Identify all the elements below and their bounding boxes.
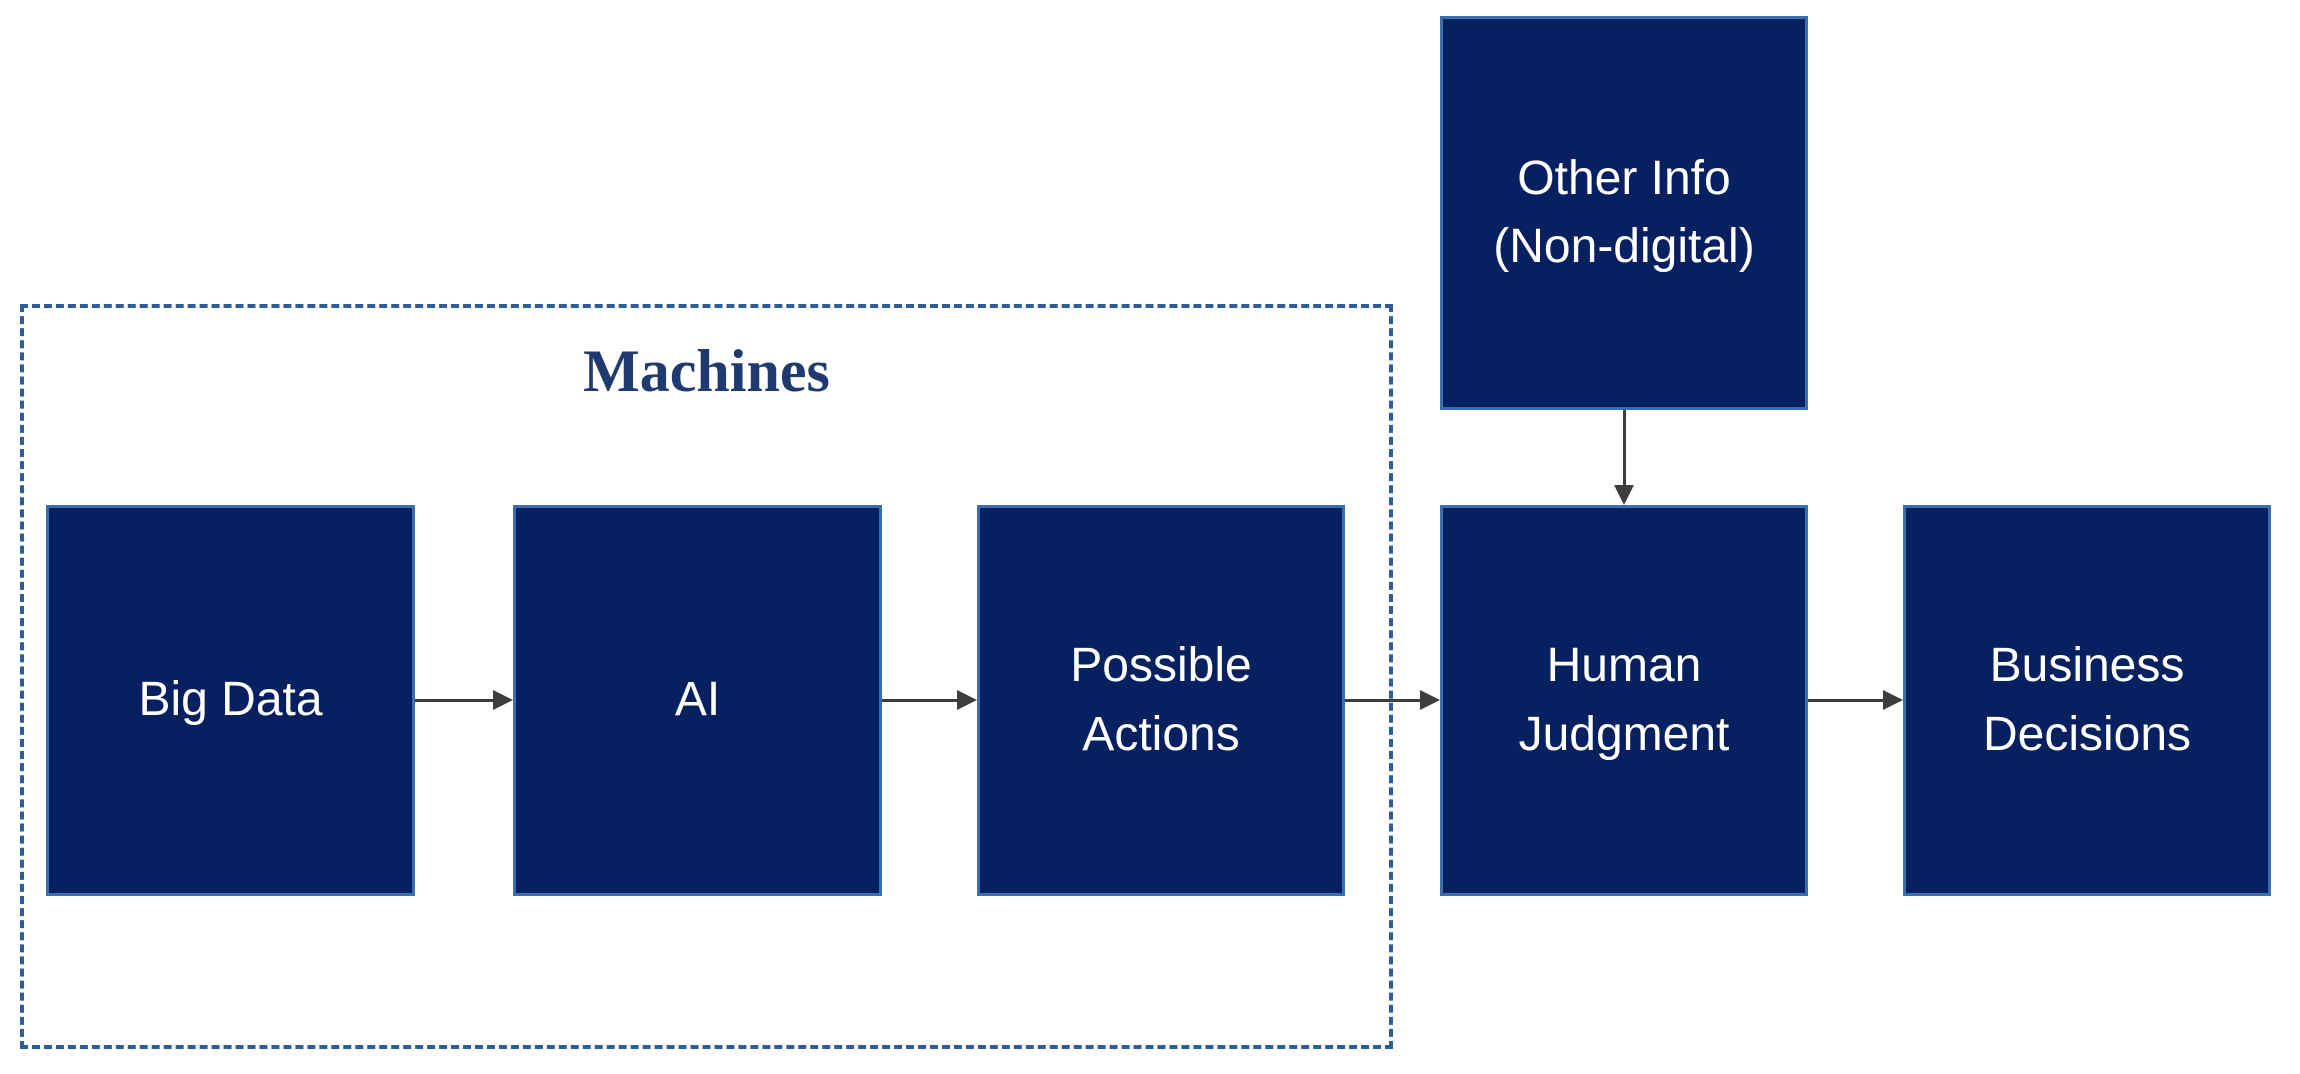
machines-group-label: Machines bbox=[583, 338, 830, 404]
node-possible-actions: Possible Actions bbox=[977, 505, 1345, 896]
arrow-ai-to-possible-actions bbox=[882, 688, 977, 712]
machines-group-box bbox=[20, 304, 1393, 1049]
node-possible-actions-label: Possible Actions bbox=[1070, 639, 1252, 761]
node-other-info: Other Info (Non-digital) bbox=[1440, 16, 1808, 410]
node-big-data: Big Data bbox=[46, 505, 415, 896]
arrow-other-info-to-human-judgment bbox=[1612, 410, 1636, 505]
node-ai-label: AI bbox=[674, 673, 721, 727]
node-other-info-label: Other Info (Non-digital) bbox=[1493, 151, 1755, 273]
node-business-decisions: Business Decisions bbox=[1903, 505, 2271, 896]
node-human-judgment-label: Human Judgment bbox=[1518, 639, 1730, 761]
node-business-decisions-label: Business Decisions bbox=[1982, 639, 2192, 761]
node-human-judgment: Human Judgment bbox=[1440, 505, 1808, 896]
arrow-possible-actions-to-human-judgment bbox=[1345, 688, 1440, 712]
node-ai: AI bbox=[513, 505, 882, 896]
arrow-human-judgment-to-business-decisions bbox=[1808, 688, 1903, 712]
arrow-big-data-to-ai bbox=[415, 688, 513, 712]
node-big-data-label: Big Data bbox=[138, 673, 323, 727]
